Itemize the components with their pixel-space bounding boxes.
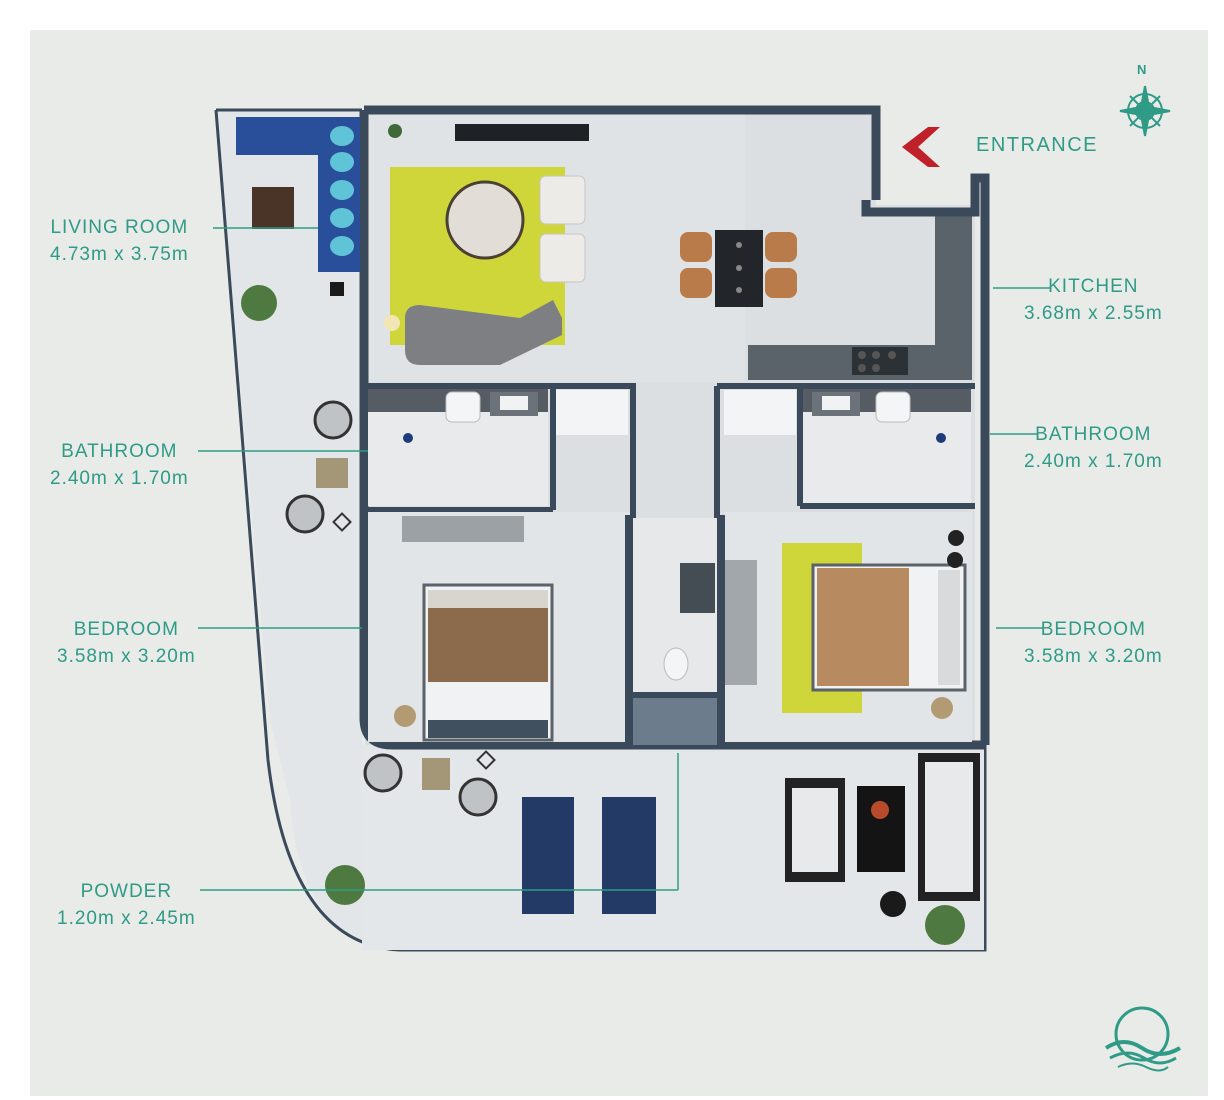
leader-lines	[198, 227, 1050, 891]
lounge-table	[857, 786, 905, 872]
kitchen-counter	[748, 212, 972, 380]
room-label-bathroom-right: BATHROOM 2.40m x 1.70m	[1024, 421, 1163, 475]
bedroom-left-desk	[402, 516, 524, 542]
room-name: BATHROOM	[1035, 424, 1152, 445]
room-dims: 4.73m x 3.75m	[50, 244, 189, 265]
room-label-bedroom-right: BEDROOM 3.58m x 3.20m	[1024, 616, 1163, 670]
room-dims: 1.20m x 2.45m	[57, 908, 196, 929]
coffee-table	[445, 180, 525, 260]
closet-left	[556, 390, 628, 435]
compass-label: N	[1137, 62, 1147, 77]
room-label-kitchen: KITCHEN 3.68m x 2.55m	[1024, 273, 1163, 327]
bedroom-right-wardrobe	[725, 560, 757, 685]
bedroom-right-lamp	[931, 697, 953, 719]
sunbed-left	[522, 797, 574, 914]
room-name: LIVING ROOM	[50, 217, 189, 238]
closet-right	[724, 390, 796, 435]
brand-logo-icon	[1104, 1006, 1182, 1072]
room-dims: 3.58m x 3.20m	[57, 646, 196, 667]
room-name: BATHROOM	[61, 441, 178, 462]
room-name: POWDER	[80, 881, 173, 902]
room-dims: 3.58m x 3.20m	[1024, 646, 1163, 667]
room-name: KITCHEN	[1048, 276, 1139, 297]
entrance-label: ENTRANCE	[976, 134, 1099, 156]
living-sofa	[405, 300, 562, 365]
room-name: BEDROOM	[1040, 619, 1146, 640]
powder-wall	[625, 515, 725, 745]
room-label-bedroom-left: BEDROOM 3.58m x 3.20m	[57, 616, 196, 670]
bedroom-left-lamp	[394, 705, 416, 727]
room-name: BEDROOM	[73, 619, 179, 640]
compass-icon	[1119, 85, 1171, 137]
living-tv-unit	[455, 124, 589, 141]
room-label-living-room: LIVING ROOM 4.73m x 3.75m	[50, 214, 189, 268]
room-label-powder: POWDER 1.20m x 2.45m	[57, 878, 196, 932]
room-dims: 2.40m x 1.70m	[1024, 451, 1163, 472]
sunbed-right	[602, 797, 656, 914]
terrace-side-table	[252, 187, 294, 229]
entrance-arrow-icon	[902, 127, 940, 167]
room-dims: 2.40m x 1.70m	[50, 468, 189, 489]
room-dims: 3.68m x 2.55m	[1024, 303, 1163, 324]
room-label-bathroom-left: BATHROOM 2.40m x 1.70m	[50, 438, 189, 492]
bathroom-left-wall	[365, 383, 636, 745]
